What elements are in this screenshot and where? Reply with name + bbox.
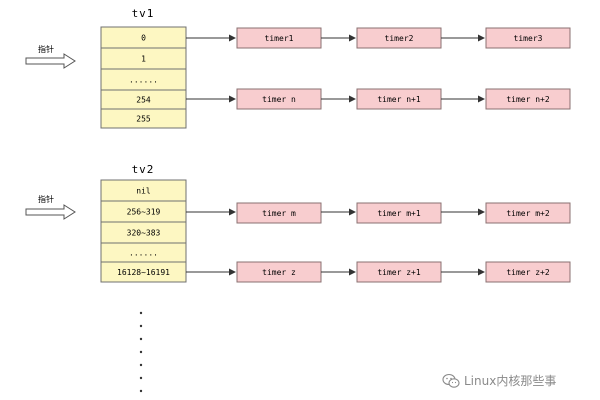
tv2-cell-label: nil (136, 187, 151, 196)
timer-node-label: timer2 (385, 34, 414, 43)
timer-node (485, 27, 571, 49)
tv2-cell-label: 256~319 (127, 208, 161, 217)
ellipsis-dot (139, 389, 143, 393)
timer-node (236, 202, 322, 224)
tv1-cell-label: 0 (141, 34, 146, 43)
tv2-pointer-arrow-icon (25, 204, 76, 220)
tv2-cell-label: 16128~16191 (117, 268, 170, 277)
tv1-cells: 0 1 ...... 254 255 (100, 26, 187, 129)
tv2-cell-label: 320~383 (127, 229, 161, 238)
timer-node-label: timer n+2 (506, 95, 550, 104)
tv2-title: tv2 (132, 163, 155, 176)
timer-node-label: timer m+1 (377, 209, 421, 218)
watermark-text: Linux内核那些事 (464, 374, 557, 388)
tv1-group: tv1 指针 0 1 ...... 254 255 timer1 timer2 … (25, 7, 571, 129)
tv1-cell-label: 255 (136, 115, 151, 124)
timer-node (485, 88, 571, 110)
timer-node-label: timer z+1 (377, 268, 421, 277)
tv2-cell-label: ...... (129, 249, 158, 258)
tv1-title: tv1 (132, 7, 155, 20)
timer-node-label: timer n (262, 95, 296, 104)
timer-node-label: timer3 (514, 34, 543, 43)
tv2-group: tv2 指针 nil 256~319 320~383 ...... 16128~… (25, 163, 571, 283)
timer-node-label: timer z (262, 268, 296, 277)
timer-node-label: timer z+2 (506, 268, 550, 277)
timer-node (485, 261, 571, 283)
timer-node-label: timer1 (265, 34, 294, 43)
tv1-cell (100, 108, 187, 129)
ellipsis-dot (139, 363, 143, 367)
timer-node (356, 202, 442, 224)
ellipsis-dot (139, 376, 143, 380)
timer-node (485, 202, 571, 224)
timer-node-label: timer n+1 (377, 95, 421, 104)
ellipsis-dot (139, 337, 143, 341)
ellipsis-dot (139, 324, 143, 328)
watermark: Linux内核那些事 (442, 372, 556, 389)
tv1-pointer-arrow-icon (25, 53, 76, 69)
tv2-cells: nil 256~319 320~383 ...... 16128~16191 (100, 179, 187, 283)
tv1-pointer-label: 指针 (38, 44, 54, 54)
tv1-cell-label: 1 (141, 55, 146, 64)
timer-node-label: timer m+2 (506, 209, 550, 218)
vertical-ellipsis (139, 311, 143, 393)
ellipsis-dot (139, 311, 143, 315)
tv2-pointer-label: 指针 (38, 194, 54, 204)
wechat-icon (442, 373, 460, 388)
tv1-cell-label: 254 (136, 96, 151, 105)
timer-node-label: timer m (262, 209, 296, 218)
tv1-cell-label: ...... (129, 76, 158, 85)
ellipsis-dot (139, 350, 143, 354)
